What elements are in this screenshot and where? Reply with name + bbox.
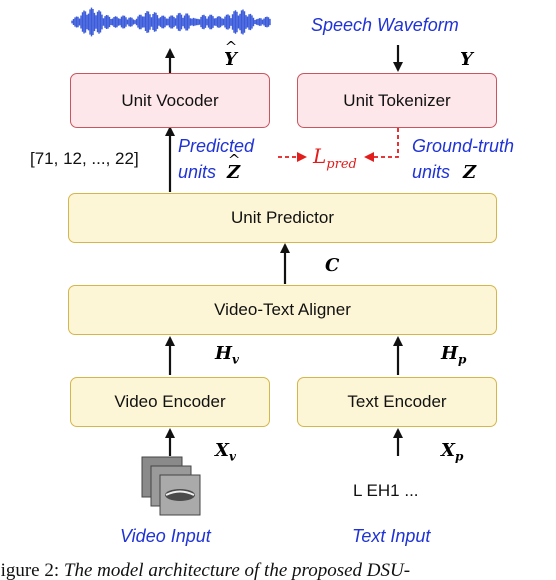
h-v-letter: H (215, 343, 233, 364)
z-hat-letter: Z (227, 164, 240, 182)
h-v-subscript: v (232, 352, 239, 367)
unit-predictor-box: Unit Predictor (68, 193, 497, 243)
waveform-icon (71, 7, 271, 37)
z-hat-symbol: Z (227, 164, 240, 182)
caption-text: The model architecture of the proposed D… (63, 560, 411, 580)
unit-vocoder-box: Unit Vocoder (70, 73, 270, 128)
ground-truth-label: Ground-truth (412, 136, 515, 156)
video-input-label: Video Input (120, 526, 211, 546)
y-hat-symbol: Y (224, 51, 237, 69)
c-symbol: C (325, 255, 340, 276)
loss-subscript: pred (326, 157, 357, 172)
h-v-symbol: Hv (215, 345, 239, 366)
prediction-loss-symbol: Lpred (313, 146, 357, 171)
ground-truth-units-label: units (412, 162, 451, 182)
text-input-label: Text Input (352, 526, 431, 546)
phoneme-input-text: L EH1 ... (353, 481, 419, 500)
speech-waveform-label: Speech Waveform (311, 15, 459, 35)
z-symbol: Z (463, 162, 477, 183)
x-p-letter: X (441, 440, 455, 461)
y-symbol: Y (460, 49, 473, 70)
dashed-arrow-groundtruth-to-loss (364, 128, 399, 162)
aligner-label: Video-Text Aligner (214, 300, 351, 319)
aligner-box: Video-Text Aligner (68, 285, 497, 335)
figure-caption: Figure 2: The model architecture of the … (0, 560, 410, 580)
video-encoder-label: Video Encoder (114, 392, 226, 411)
h-p-symbol: Hp (441, 345, 466, 366)
predicted-units-label: units (178, 162, 217, 182)
text-encoder-label: Text Encoder (347, 392, 447, 411)
x-p-subscript: p (454, 449, 464, 464)
x-v-subscript: v (228, 449, 236, 464)
unit-vocoder-label: Unit Vocoder (121, 90, 219, 110)
unit-tokenizer-box: Unit Tokenizer (297, 73, 497, 128)
h-p-subscript: p (458, 352, 467, 367)
h-p-letter: H (441, 343, 459, 364)
x-v-letter: X (215, 440, 229, 461)
caption-label: Figure 2: (0, 560, 60, 580)
unit-predictor-label: Unit Predictor (231, 208, 334, 227)
y-hat-letter: Y (224, 51, 237, 69)
unit-sequence-text: [71, 12, ..., 22] (30, 149, 139, 168)
lip-frames-icon (141, 456, 201, 516)
loss-letter: L (313, 144, 327, 168)
x-v-symbol: Xv (215, 442, 236, 463)
predicted-label: Predicted (178, 136, 255, 156)
x-p-symbol: Xp (441, 442, 463, 463)
unit-tokenizer-label: Unit Tokenizer (343, 90, 451, 110)
video-encoder-box: Video Encoder (70, 377, 270, 427)
text-encoder-box: Text Encoder (297, 377, 497, 427)
